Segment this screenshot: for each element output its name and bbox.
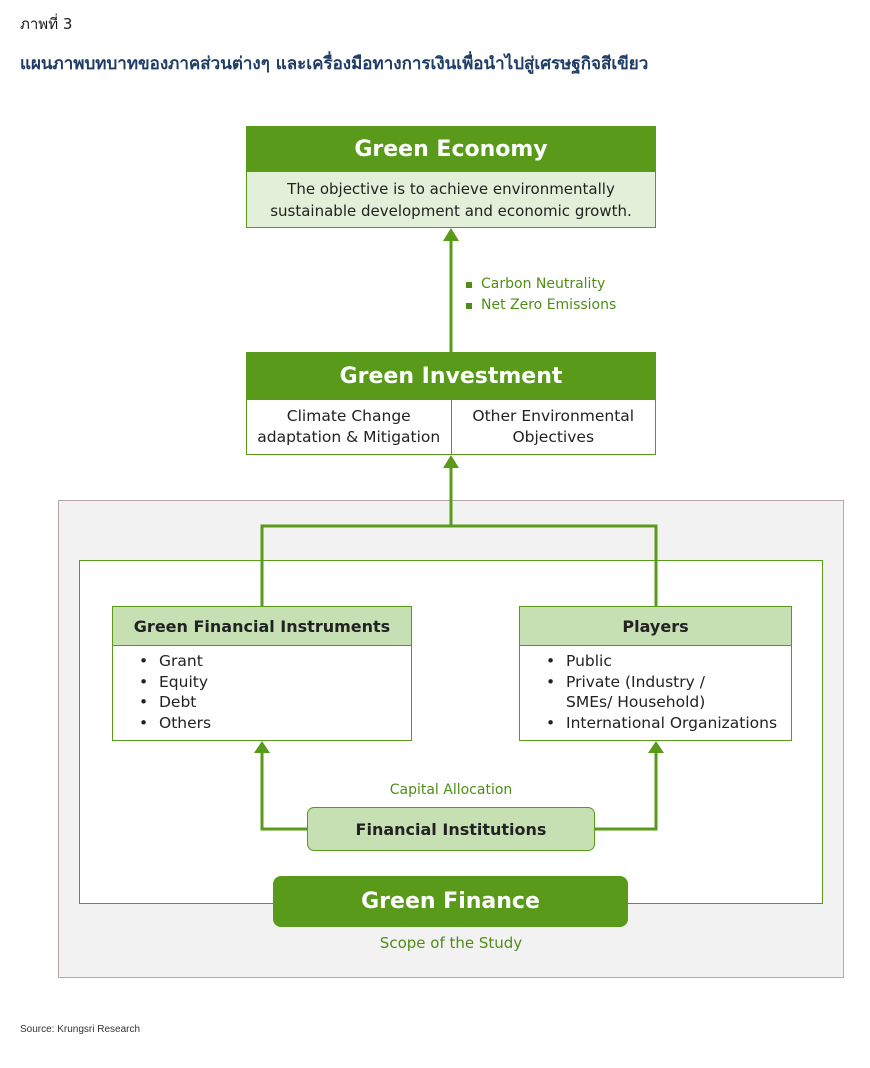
list-item: Debt: [126, 692, 411, 713]
list-item: Equity: [126, 672, 411, 693]
connector-instruments-players: [260, 524, 658, 606]
list-item: Others: [126, 713, 411, 734]
green-economy-line-2: sustainable development and economic gro…: [270, 201, 632, 220]
arrow-head-economy: [443, 228, 459, 241]
arrow-head-instruments: [254, 741, 270, 753]
green-economy-description: The objective is to achieve environmenta…: [246, 172, 656, 228]
financial-institutions-box: Financial Institutions: [307, 807, 595, 851]
green-investment-header: Green Investment: [246, 352, 656, 400]
target-item: Carbon Neutrality: [466, 274, 616, 295]
list-item: International Organizations: [533, 713, 791, 734]
scope-of-study-label: Scope of the Study: [379, 934, 523, 952]
green-finance-box: Green Finance: [273, 876, 628, 927]
target-item: Net Zero Emissions: [466, 295, 616, 316]
list-item: Private (Industry /: [533, 672, 791, 693]
capital-allocation-label: Capital Allocation: [389, 782, 513, 798]
list-item: Public: [533, 651, 791, 672]
figure-label: ภาพที่ 3: [20, 15, 73, 33]
players-list: Public Private (Industry / SMEs/ Househo…: [519, 646, 792, 741]
square-bullet-icon: [466, 281, 472, 288]
arrow-fi-to-instruments: [260, 752, 307, 831]
list-item: Grant: [126, 651, 411, 672]
arrow-fi-to-players: [595, 752, 658, 831]
instruments-list: Grant Equity Debt Others: [112, 646, 412, 741]
players-header: Players: [519, 606, 792, 646]
instruments-header: Green Financial Instruments: [112, 606, 412, 646]
arrow-head-players: [648, 741, 664, 753]
other-environmental-objective: Other Environmental Objectives: [472, 407, 635, 446]
list-item-continuation: SMEs/ Household): [566, 693, 706, 711]
green-economy-header: Green Economy: [246, 126, 656, 172]
figure-title: แผนภาพบทบาทของภาคส่วนต่างๆ และเครื่องมือ…: [20, 54, 649, 74]
square-bullet-icon: [466, 302, 472, 309]
green-economy-line-1: The objective is to achieve environmenta…: [287, 179, 615, 198]
target-list: Carbon Neutrality Net Zero Emissions: [466, 274, 616, 316]
source-note: Source: Krungsri Research: [20, 1024, 141, 1035]
climate-change-objective: Climate Change adaptation & Mitigation: [247, 400, 452, 454]
green-investment-objectives: Climate Change adaptation & Mitigation O…: [246, 400, 656, 455]
arrow-head-investment: [443, 455, 459, 468]
